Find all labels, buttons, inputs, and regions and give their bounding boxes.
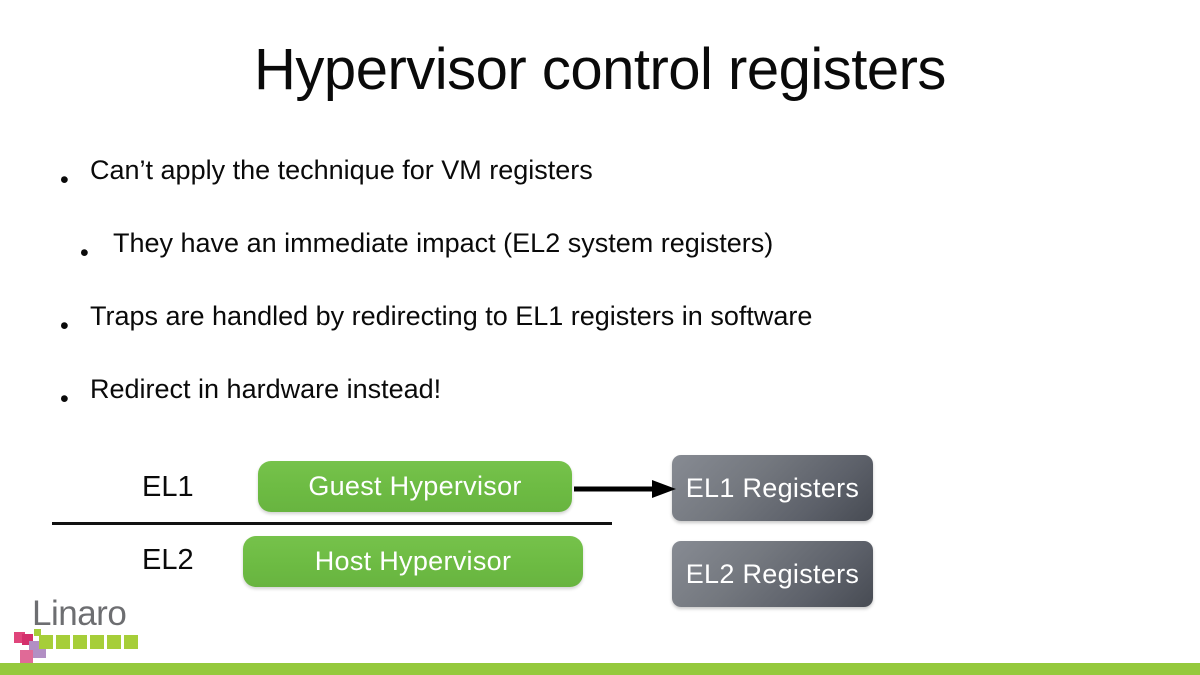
bullet-text: They have an immediate impact (EL2 syste… [113,228,774,258]
el2-registers-label: EL2 Registers [685,558,860,589]
logo-square-green-3 [73,635,87,649]
footer-accent-bar [0,663,1200,675]
linaro-wordmark: Linaro [32,594,127,633]
exception-level-divider [52,522,612,525]
el1-registers-box: EL1 Registers [672,455,873,521]
logo-square-pink-2 [20,650,33,663]
bullet-marker-icon: • [60,312,69,340]
bullet-text: Traps are handled by redirecting to EL1 … [90,301,813,331]
bullet-item-1: • Can’t apply the technique for VM regis… [0,152,1160,225]
linaro-logo: Linaro [14,594,164,663]
bullet-list: • Can’t apply the technique for VM regis… [0,152,1160,444]
logo-square-green-accent [34,629,41,636]
bullet-text: Redirect in hardware instead! [90,374,442,404]
host-hypervisor-label: Host Hypervisor [314,546,512,576]
el1-registers-label: EL1 Registers [685,472,860,503]
redirect-arrow-icon [574,480,676,498]
logo-square-green-6 [124,635,138,649]
logo-square-green-1 [39,635,53,649]
page-title: Hypervisor control registers [254,37,946,102]
bullet-marker-icon: • [60,166,69,194]
bullet-text: Can’t apply the technique for VM registe… [90,155,593,185]
bullet-marker-icon: • [80,239,89,267]
bullet-item-4: • Redirect in hardware instead! [0,371,1160,444]
guest-hypervisor-box: Guest Hypervisor [258,461,572,512]
bullet-item-2: • They have an immediate impact (EL2 sys… [0,225,1160,298]
guest-hypervisor-label: Guest Hypervisor [308,471,522,501]
logo-square-pink-1 [14,632,25,643]
logo-square-magenta [22,634,33,645]
bullet-marker-icon: • [60,385,69,413]
logo-square-green-4 [90,635,104,649]
bullet-item-3: • Traps are handled by redirecting to EL… [0,298,1160,371]
logo-square-green-2 [56,635,70,649]
el2-registers-box: EL2 Registers [672,541,873,607]
host-hypervisor-box: Host Hypervisor [243,536,583,587]
logo-square-green-5 [107,635,121,649]
el2-level-label: EL2 [142,544,194,576]
el1-level-label: EL1 [142,471,194,503]
